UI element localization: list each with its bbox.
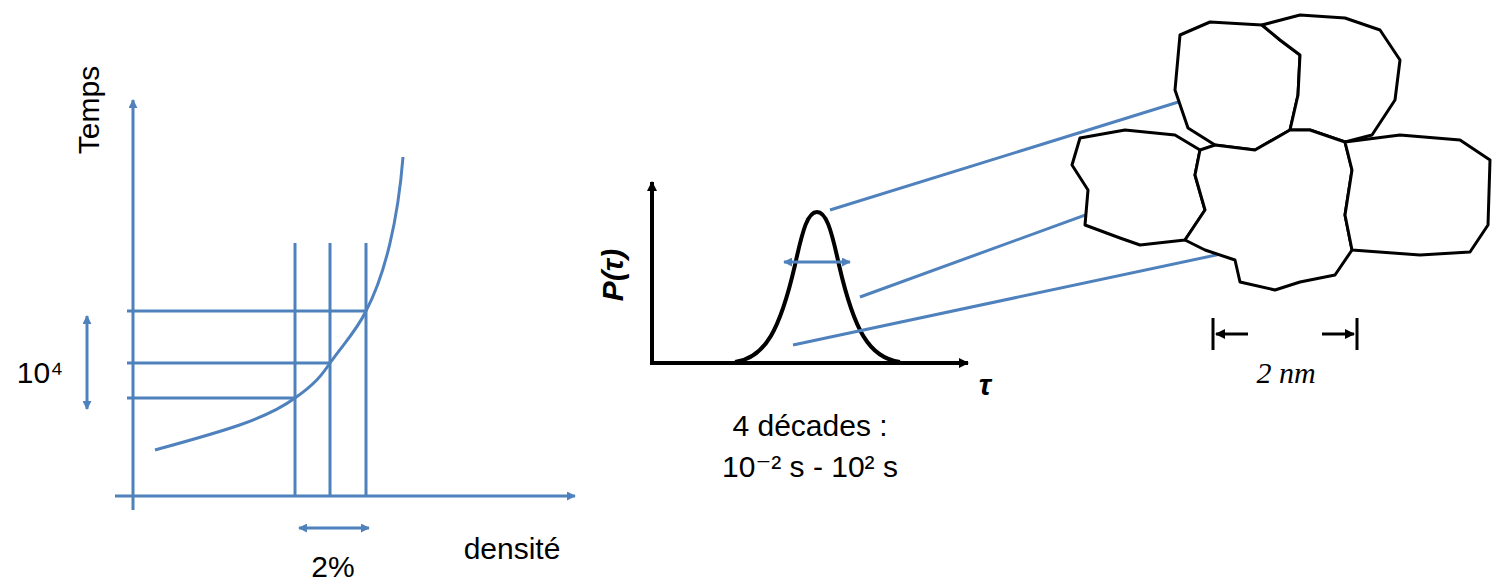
interval-label: 2%: [311, 550, 354, 583]
dimension-label: 2 nm: [1256, 356, 1315, 389]
range-note: 10⁻² s - 10² s: [722, 450, 898, 483]
dimension-marker: [1213, 318, 1357, 350]
interval-label: 10⁴: [17, 356, 63, 389]
domain-cluster: [1072, 15, 1490, 290]
axis-label: densité: [464, 532, 561, 565]
density-time-graph: [87, 100, 575, 528]
range-note: 4 décades :: [732, 409, 887, 442]
axis-label: P(τ): [596, 249, 629, 301]
axis-label: τ: [979, 368, 991, 401]
axis-label: Temps: [72, 66, 105, 154]
